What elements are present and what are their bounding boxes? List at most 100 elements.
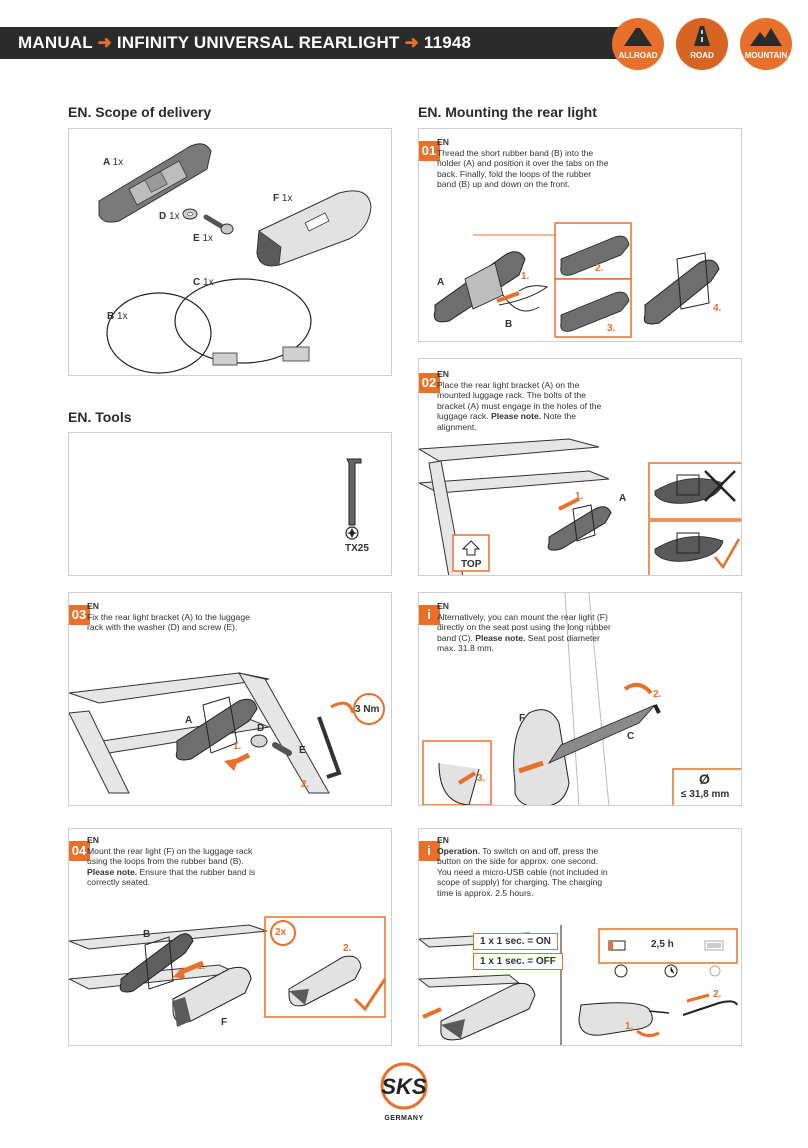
- step-2-marker: 2.: [713, 989, 722, 1000]
- allroad-badge: ALLROAD: [612, 18, 664, 70]
- step-2-marker: 2.: [653, 689, 662, 700]
- lang-code: EN: [68, 409, 88, 425]
- lang-code: EN: [87, 835, 99, 845]
- step-02-text: EN Place the rear light bracket (A) on t…: [437, 369, 612, 432]
- sks-logo-mark: SKS: [380, 1062, 428, 1110]
- logo-subtitle: GERMANY: [384, 1115, 424, 1122]
- repeat-count: 2x: [275, 927, 287, 938]
- note-label: Please note.: [87, 866, 138, 877]
- torque-label: 3 Nm: [355, 704, 380, 715]
- label-b: B: [505, 319, 513, 330]
- lang-code: EN: [437, 601, 449, 611]
- step-number: 03: [69, 605, 90, 625]
- top-label: TOP: [461, 559, 482, 570]
- step-number: 04: [69, 841, 90, 861]
- header-product: INFINITY UNIVERSAL REARLIGHT: [116, 33, 400, 52]
- step-03-text: EN Fix the rear light bracket (A) to the…: [87, 601, 262, 633]
- info-1-panel: i EN Alternatively, you can mount the re…: [418, 592, 742, 806]
- instruction-text: To switch on and off, press the button o…: [437, 845, 608, 898]
- label-d: D: [257, 723, 265, 734]
- svg-text:SKS: SKS: [381, 1074, 427, 1099]
- terrain-badges: ALLROAD ROAD MOUNTAIN: [612, 18, 802, 70]
- step-4-marker: 4.: [713, 303, 722, 314]
- lang-code: EN: [418, 104, 438, 120]
- badge-label: MOUNTAIN: [744, 51, 788, 60]
- step-1-marker: 1.: [521, 271, 530, 282]
- badge-label: ALLROAD: [618, 51, 658, 60]
- step-2-marker: 2.: [301, 779, 310, 790]
- step-01-illustration: [433, 222, 720, 338]
- diameter-label: ≤ 31,8 mm: [681, 789, 730, 800]
- bracket-a-drawing: [98, 143, 212, 223]
- label-f: F: [221, 1017, 228, 1028]
- step-04-text: EN Mount the rear light (F) on the lugga…: [87, 835, 262, 888]
- badge-label: ROAD: [690, 51, 714, 60]
- step-1-marker: 1.: [625, 1021, 634, 1032]
- mountain-badge: MOUNTAIN: [740, 18, 792, 70]
- note-label: Please note.: [491, 411, 542, 421]
- light-f-drawing: [256, 190, 372, 267]
- label-e: E 1x: [193, 233, 214, 244]
- band-b-drawing: [106, 292, 212, 374]
- lang-code: EN: [87, 601, 99, 611]
- instruction-text: Thread the short rubber band (B) into th…: [437, 147, 609, 190]
- lang-code: EN: [437, 369, 449, 379]
- lang-code: EN: [437, 835, 449, 845]
- tools-title-text: . Tools: [87, 409, 132, 425]
- note-text: Ensure that the rubber band is correctly…: [87, 866, 256, 888]
- label-f: F: [519, 713, 526, 724]
- label-a: A: [619, 493, 627, 504]
- label-c: C 1x: [193, 277, 214, 288]
- step-1-marker: 1.: [575, 491, 584, 502]
- note-text: Note the alignment.: [437, 411, 577, 432]
- scope-title: EN. Scope of delivery: [68, 104, 211, 120]
- scope-illustration: [98, 143, 372, 374]
- tools-panel: TX25: [68, 432, 392, 576]
- allroad-icon: [624, 28, 652, 46]
- step-number: 01: [419, 141, 440, 161]
- step-1-marker: 1.: [233, 741, 242, 752]
- label-f: F 1x: [273, 193, 293, 204]
- info-2-panel: i EN Operation. To switch on and off, pr…: [418, 828, 742, 1046]
- step-2-marker: 2.: [343, 943, 352, 954]
- charge-time: 2,5 h: [651, 939, 674, 950]
- step-04-illustration: [69, 916, 387, 1027]
- note-label: Please note.: [475, 632, 526, 643]
- mountain-icon: [750, 28, 782, 46]
- info-1-text: EN Alternatively, you can mount the rear…: [437, 601, 612, 654]
- arrow-icon: ➜: [97, 33, 112, 52]
- label-a: A: [437, 277, 445, 288]
- operation-label: Operation.: [437, 845, 480, 856]
- arrow-icon: ➜: [404, 33, 419, 52]
- step-04-panel: 04 EN Mount the rear light (F) on the lu…: [68, 828, 392, 1046]
- step-3-marker: 3.: [477, 773, 486, 784]
- road-icon: [694, 26, 710, 46]
- header-manual: MANUAL: [18, 33, 93, 52]
- header-bar: MANUAL ➜ INFINITY UNIVERSAL REARLIGHT ➜ …: [0, 27, 620, 59]
- step-number: 02: [419, 373, 440, 393]
- scope-panel: A 1x D 1x E 1x F 1x C 1x B 1x: [68, 128, 392, 376]
- info-2-illustration: [419, 925, 738, 1045]
- band-c-drawing: [174, 278, 312, 364]
- note-text: Seat post diameter max. 31.8 mm.: [437, 632, 600, 654]
- label-a: A 1x: [103, 157, 124, 168]
- label-c: C: [627, 731, 635, 742]
- step-1-marker: 1.: [197, 961, 206, 972]
- lang-code: EN: [68, 104, 88, 120]
- step-01-panel: 01 EN Thread the short rubber band (B) i…: [418, 128, 742, 342]
- tool-label: TX25: [345, 543, 369, 554]
- info-icon: i: [419, 605, 440, 625]
- road-badge: ROAD: [676, 18, 728, 70]
- header-code: 11948: [423, 33, 472, 52]
- scope-title-text: . Scope of delivery: [87, 104, 212, 120]
- on-instruction: 1 x 1 sec. = ON: [473, 933, 558, 950]
- mounting-title: EN. Mounting the rear light: [418, 104, 597, 120]
- info-1-illustration: [422, 593, 741, 805]
- step-2-marker: 2.: [595, 263, 604, 274]
- label-b: B 1x: [107, 311, 128, 322]
- mounting-title-text: . Mounting the rear light: [437, 104, 597, 120]
- instruction-text: Mount the rear light (F) on the luggage …: [87, 845, 253, 867]
- instruction-text: Fix the rear light bracket (A) to the lu…: [87, 611, 250, 633]
- instruction-text: Place the rear light bracket (A) on the …: [437, 379, 602, 422]
- label-e: E: [299, 745, 306, 756]
